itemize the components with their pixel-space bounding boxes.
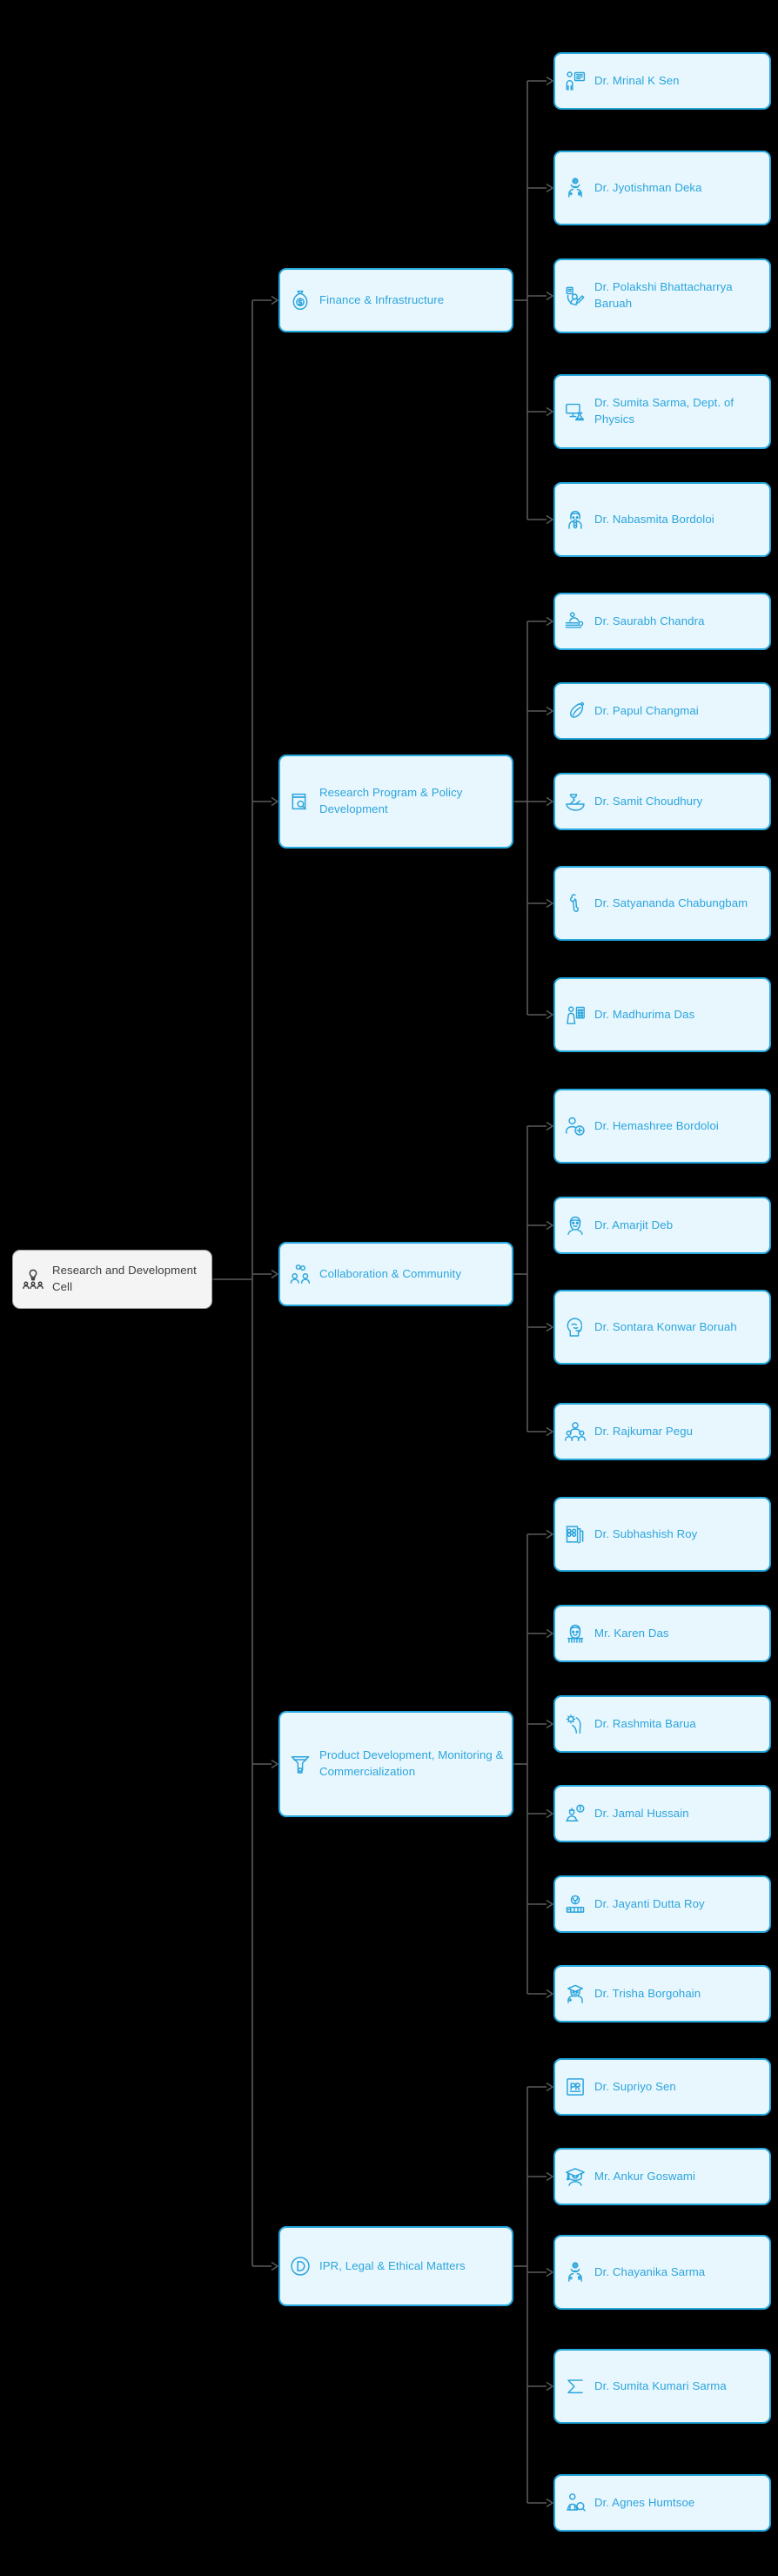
- member-1-1[interactable]: Dr. Mrinal K Sen: [553, 52, 771, 110]
- member-4-5[interactable]: Dr. Jayanti Dutta Roy: [553, 1875, 771, 1933]
- member-5-3[interactable]: Dr. Chayanika Sarma: [553, 2235, 771, 2310]
- category-2[interactable]: Research Program & Policy Development: [278, 755, 513, 849]
- member-4-4-label: Dr. Jamal Hussain: [594, 1806, 689, 1820]
- member-5-5-label: Dr. Agnes Humtsoe: [594, 2495, 695, 2509]
- member-5-1-label: Dr. Supriyo Sen: [594, 2079, 676, 2093]
- circled-d-icon: [288, 2254, 312, 2278]
- graduate-medic-icon: [563, 1982, 587, 2006]
- member-2-4-label: Dr. Satyananda Chabungbam: [594, 896, 748, 909]
- member-2-2[interactable]: Dr. Papul Changmai: [553, 682, 771, 740]
- presenter-board-icon: [563, 69, 587, 93]
- member-2-4[interactable]: Dr. Satyananda Chabungbam: [553, 866, 771, 941]
- member-5-4[interactable]: Dr. Sumita Kumari Sarma: [553, 2349, 771, 2424]
- member-2-1[interactable]: Dr. Saurabh Chandra: [553, 593, 771, 650]
- member-5-3-label: Dr. Chayanika Sarma: [594, 2264, 706, 2278]
- member-3-4[interactable]: Dr. Rajkumar Pegu: [553, 1403, 771, 1460]
- book-search-icon: [288, 789, 312, 814]
- pr-badge-icon: [563, 2075, 587, 2099]
- graduate-cap-icon: [563, 2164, 587, 2189]
- member-3-4-label: Dr. Rajkumar Pegu: [594, 1424, 694, 1438]
- woman-scientist-icon: [563, 507, 587, 532]
- hand-gear-icon: [563, 1712, 587, 1736]
- doctor-headlamp-icon: [563, 2260, 587, 2284]
- member-2-3[interactable]: Dr. Samit Choudhury: [553, 773, 771, 830]
- person-search-icon: [563, 2491, 587, 2515]
- people-network-icon: [288, 1262, 312, 1286]
- category-1-label: Finance & Infrastructure: [319, 292, 445, 306]
- sigma-icon: [563, 2374, 587, 2398]
- member-3-1[interactable]: Dr. Hemashree Bordoloi: [553, 1089, 771, 1164]
- root-node-label: Research and Development Cell: [52, 1264, 197, 1293]
- member-2-5-label: Dr. Madhurima Das: [594, 1007, 695, 1021]
- category-5-label: IPR, Legal & Ethical Matters: [319, 2258, 466, 2272]
- member-1-2[interactable]: Dr. Jyotishman Deka: [553, 151, 771, 225]
- member-3-1-label: Dr. Hemashree Bordoloi: [594, 1118, 719, 1132]
- member-5-2-label: Mr. Ankur Goswami: [594, 2169, 696, 2183]
- member-5-1[interactable]: Dr. Supriyo Sen: [553, 2058, 771, 2116]
- doctor-headlamp-icon: [563, 176, 587, 200]
- member-1-1-label: Dr. Mrinal K Sen: [594, 73, 680, 87]
- member-5-5[interactable]: Dr. Agnes Humtsoe: [553, 2474, 771, 2532]
- member-1-5-label: Dr. Nabasmita Bordoloi: [594, 512, 714, 526]
- seed-pod-icon: [563, 699, 587, 723]
- person-chart-icon: [563, 1003, 587, 1027]
- mortar-pestle-icon: [563, 789, 587, 814]
- computer-flask-icon: [563, 399, 587, 424]
- bearded-man-icon: [563, 1213, 587, 1238]
- category-5[interactable]: IPR, Legal & Ethical Matters: [278, 2226, 513, 2306]
- member-1-4-label: Dr. Sumita Sarma, Dept. of Physics: [594, 396, 734, 426]
- funnel-icon: [288, 1752, 312, 1776]
- member-4-6-label: Dr. Trisha Borgohain: [594, 1986, 701, 2000]
- member-4-3[interactable]: Dr. Rashmita Barua: [553, 1695, 771, 1753]
- add-person-icon: [563, 1114, 587, 1138]
- member-5-4-label: Dr. Sumita Kumari Sarma: [594, 2378, 727, 2392]
- member-4-6[interactable]: Dr. Trisha Borgohain: [553, 1965, 771, 2023]
- member-3-2-label: Dr. Amarjit Deb: [594, 1218, 674, 1231]
- category-1[interactable]: Finance & Infrastructure: [278, 268, 513, 332]
- member-1-3[interactable]: Dr. Polakshi Bhattacharrya Baruah: [553, 258, 771, 333]
- member-4-2[interactable]: Mr. Karen Das: [553, 1605, 771, 1662]
- root-node[interactable]: Research and Development Cell: [12, 1250, 212, 1309]
- lightbulb-team-icon: [21, 1267, 45, 1291]
- member-4-1-label: Dr. Subhashish Roy: [594, 1526, 698, 1540]
- member-2-2-label: Dr. Papul Changmai: [594, 703, 699, 717]
- head-profile-icon: [563, 1315, 587, 1339]
- member-4-5-label: Dr. Jayanti Dutta Roy: [594, 1896, 705, 1910]
- member-1-5[interactable]: Dr. Nabasmita Bordoloi: [553, 482, 771, 557]
- member-2-5[interactable]: Dr. Madhurima Das: [553, 977, 771, 1052]
- member-3-3-label: Dr. Sontara Konwar Boruah: [594, 1319, 737, 1333]
- money-bag-icon: [288, 288, 312, 312]
- person-info-icon: [563, 1801, 587, 1826]
- member-4-3-label: Dr. Rashmita Barua: [594, 1716, 696, 1730]
- member-1-4[interactable]: Dr. Sumita Sarma, Dept. of Physics: [553, 374, 771, 449]
- profile-edit-icon: [563, 284, 587, 308]
- member-1-3-label: Dr. Polakshi Bhattacharrya Baruah: [594, 280, 733, 310]
- member-4-1[interactable]: Dr. Subhashish Roy: [553, 1497, 771, 1572]
- category-2-label: Research Program & Policy Development: [319, 786, 463, 815]
- member-4-2-label: Mr. Karen Das: [594, 1626, 669, 1640]
- group-people-icon: [563, 1419, 587, 1444]
- category-3[interactable]: Collaboration & Community: [278, 1242, 513, 1306]
- member-5-2[interactable]: Mr. Ankur Goswami: [553, 2148, 771, 2205]
- woman-portrait-icon: [563, 1621, 587, 1646]
- member-4-4[interactable]: Dr. Jamal Hussain: [553, 1785, 771, 1842]
- massage-therapy-icon: [563, 609, 587, 634]
- category-3-label: Collaboration & Community: [319, 1266, 462, 1280]
- member-3-2[interactable]: Dr. Amarjit Deb: [553, 1197, 771, 1254]
- member-1-2-label: Dr. Jyotishman Deka: [594, 180, 702, 194]
- category-4-label: Product Development, Monitoring & Commer…: [319, 1748, 504, 1778]
- trophy-books-icon: [563, 1892, 587, 1916]
- bone-icon: [563, 891, 587, 916]
- member-2-3-label: Dr. Samit Choudhury: [594, 794, 703, 808]
- document-flower-icon: [563, 1522, 587, 1546]
- category-4[interactable]: Product Development, Monitoring & Commer…: [278, 1711, 513, 1817]
- member-3-3[interactable]: Dr. Sontara Konwar Boruah: [553, 1290, 771, 1365]
- member-2-1-label: Dr. Saurabh Chandra: [594, 614, 705, 627]
